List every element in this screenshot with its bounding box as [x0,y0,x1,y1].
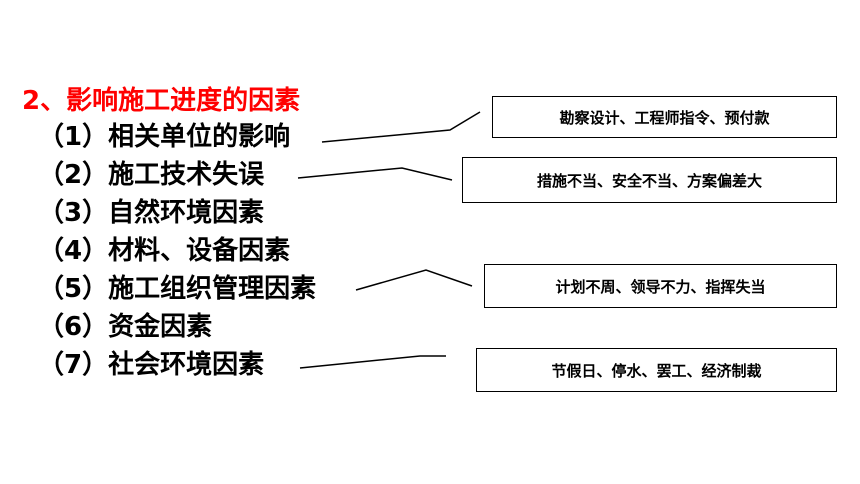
factor-item-4: （4）材料、设备因素 [38,236,291,266]
section-heading: 2、影响施工进度的因素 [22,86,301,116]
note-box-3: 计划不周、领导不力、指挥失当 [484,264,837,308]
note-text-4: 节假日、停水、罢工、经济制裁 [551,361,762,380]
note-text-1: 勘察设计、工程师指令、预付款 [559,108,770,127]
factor-item-7: （7）社会环境因素 [38,350,265,380]
factor-item-5: （5）施工组织管理因素 [38,274,317,304]
factor-item-3: （3）自然环境因素 [38,198,265,228]
connector-line-3 [355,269,473,291]
note-box-4: 节假日、停水、罢工、经济制裁 [476,348,837,392]
note-box-2: 措施不当、安全不当、方案偏差大 [462,157,837,203]
connector-line-4 [299,355,446,369]
factor-item-1: （1）相关单位的影响 [38,122,291,152]
note-text-2: 措施不当、安全不当、方案偏差大 [536,171,762,190]
connector-line-2 [297,167,453,181]
note-text-3: 计划不周、领导不力、指挥失当 [555,277,766,296]
note-box-1: 勘察设计、工程师指令、预付款 [492,96,837,138]
factor-item-6: （6）资金因素 [38,312,213,342]
connector-line-1 [321,111,481,143]
factor-item-2: （2）施工技术失误 [38,160,265,190]
